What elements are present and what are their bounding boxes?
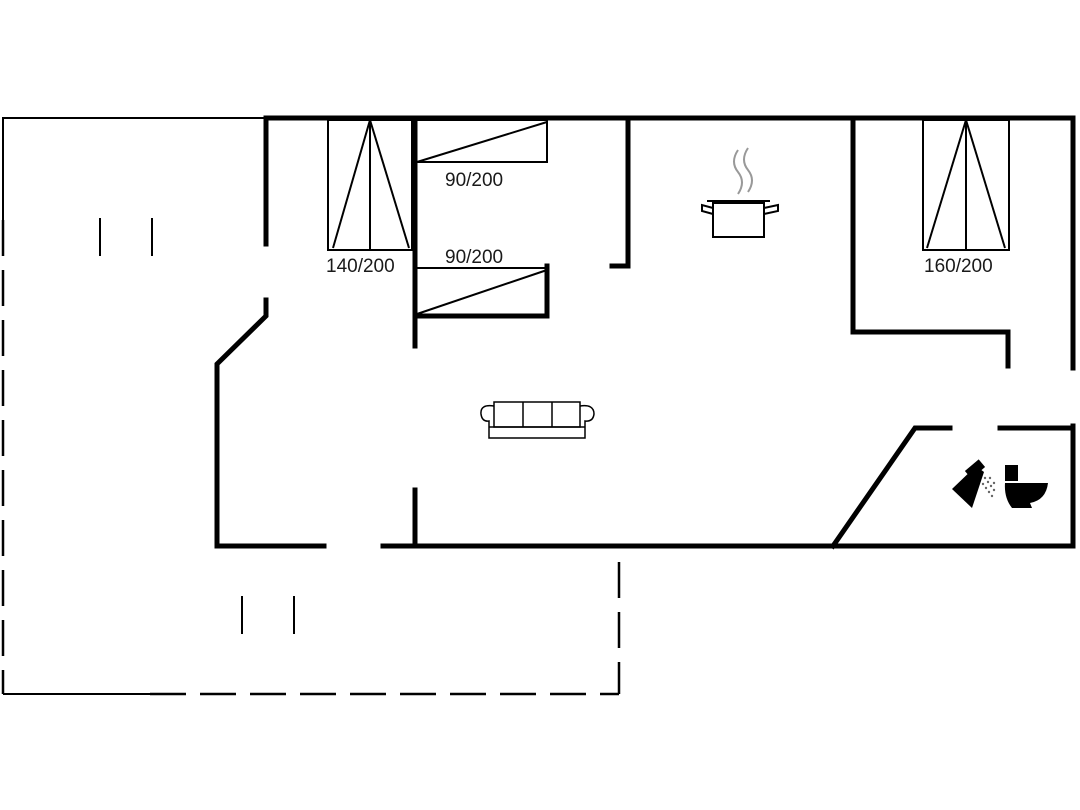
- toilet-icon: [1004, 465, 1048, 508]
- bed-double-right: [922, 119, 1010, 251]
- bed-single-lower: [416, 267, 548, 315]
- bed-label-left: 140/200: [326, 256, 395, 277]
- cooking-pot-icon: [701, 147, 779, 238]
- bed-label-right: 160/200: [924, 256, 993, 277]
- sofa-icon: [480, 401, 595, 439]
- walls: [214, 115, 1076, 550]
- bed-double-left: [327, 119, 413, 251]
- terrace-outline: [1, 117, 621, 696]
- shower-icon: [952, 459, 996, 508]
- bed-label-upper: 90/200: [445, 170, 503, 191]
- bed-single-upper: [416, 119, 548, 163]
- bed-label-lower: 90/200: [445, 247, 503, 268]
